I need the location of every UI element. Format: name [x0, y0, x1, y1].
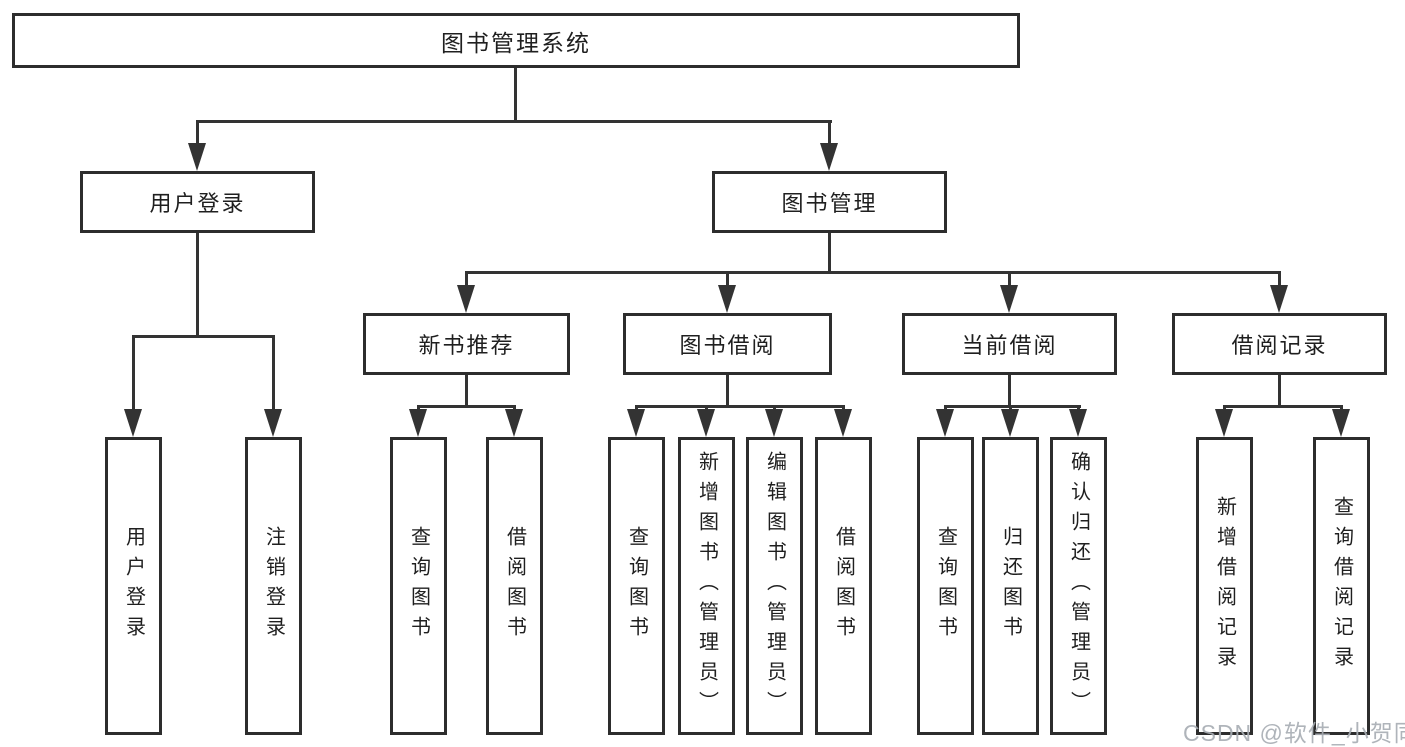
leaf-label: 借阅图书: [503, 526, 526, 646]
leaf-user-login: 用户登录: [105, 437, 162, 735]
connector-line: [944, 405, 1081, 408]
leaf-query-borrow-record: 查询借阅记录: [1313, 437, 1370, 735]
connector-line: [1008, 273, 1011, 287]
arrow-down-icon: [457, 285, 475, 313]
connector-line: [1223, 405, 1343, 408]
leaf-edit-book-admin: 编辑图书（管理员）: [746, 437, 803, 735]
node-current-borrow: 当前借阅: [902, 313, 1117, 375]
leaf-add-borrow-record: 新增借阅记录: [1196, 437, 1253, 735]
leaf-label: 编辑图书（管理员）: [763, 451, 786, 721]
connector-line: [196, 122, 199, 145]
leaf-logout: 注销登录: [245, 437, 302, 735]
leaf-return-book: 归还图书: [982, 437, 1039, 735]
arrow-down-icon: [1001, 409, 1019, 437]
arrow-down-icon: [936, 409, 954, 437]
leaf-label: 查询借阅记录: [1330, 496, 1353, 676]
leaf-borrow-book-2: 借阅图书: [815, 437, 872, 735]
leaf-query-book-3: 查询图书: [917, 437, 974, 735]
arrow-down-icon: [1332, 409, 1350, 437]
arrow-down-icon: [1215, 409, 1233, 437]
arrow-down-icon: [124, 409, 142, 437]
arrow-down-icon: [1069, 409, 1087, 437]
watermark-text: CSDN @软件_小贺同学: [1183, 720, 1405, 746]
connector-line: [417, 405, 516, 408]
connector-line: [726, 273, 729, 287]
node-user-login: 用户登录: [80, 171, 315, 233]
leaf-label: 借阅图书: [832, 526, 855, 646]
node-root: 图书管理系统: [12, 13, 1020, 68]
arrow-down-icon: [718, 285, 736, 313]
leaf-add-book-admin: 新增图书（管理员）: [678, 437, 735, 735]
node-book-borrow: 图书借阅: [623, 313, 832, 375]
connector-line: [1008, 375, 1011, 408]
connector-line: [726, 375, 729, 408]
connector-line: [465, 273, 468, 287]
leaf-label: 用户登录: [122, 526, 145, 646]
leaf-label: 查询图书: [407, 526, 430, 646]
connector-line: [196, 120, 832, 123]
node-borrow-records: 借阅记录: [1172, 313, 1387, 375]
node-book-management: 图书管理: [712, 171, 947, 233]
leaf-label: 新增借阅记录: [1213, 496, 1236, 676]
arrow-down-icon: [1000, 285, 1018, 313]
leaf-label: 注销登录: [262, 526, 285, 646]
connector-line: [132, 335, 275, 338]
arrow-down-icon: [409, 409, 427, 437]
arrow-down-icon: [834, 409, 852, 437]
connector-line: [465, 375, 468, 408]
connector-line: [828, 233, 831, 274]
leaf-query-book-2: 查询图书: [608, 437, 665, 735]
leaf-label: 新增图书（管理员）: [695, 451, 718, 721]
connector-line: [635, 405, 845, 408]
node-new-book-recommend: 新书推荐: [363, 313, 570, 375]
arrow-down-icon: [820, 143, 838, 171]
connector-line: [514, 68, 517, 122]
connector-line: [196, 233, 199, 338]
leaf-confirm-return-admin: 确认归还（管理员）: [1050, 437, 1107, 735]
leaf-borrow-book-1: 借阅图书: [486, 437, 543, 735]
connector-line: [132, 337, 135, 411]
leaf-label: 查询图书: [934, 526, 957, 646]
leaf-label: 确认归还（管理员）: [1067, 451, 1090, 721]
leaf-label: 查询图书: [625, 526, 648, 646]
arrow-down-icon: [505, 409, 523, 437]
arrow-down-icon: [264, 409, 282, 437]
connector-line: [1278, 375, 1281, 408]
arrow-down-icon: [1270, 285, 1288, 313]
leaf-query-book-1: 查询图书: [390, 437, 447, 735]
connector-line: [272, 337, 275, 411]
connector-line: [465, 271, 1281, 274]
connector-line: [828, 122, 831, 145]
arrow-down-icon: [765, 409, 783, 437]
connector-line: [1278, 273, 1281, 287]
arrow-down-icon: [188, 143, 206, 171]
arrow-down-icon: [697, 409, 715, 437]
leaf-label: 归还图书: [999, 526, 1022, 646]
arrow-down-icon: [627, 409, 645, 437]
